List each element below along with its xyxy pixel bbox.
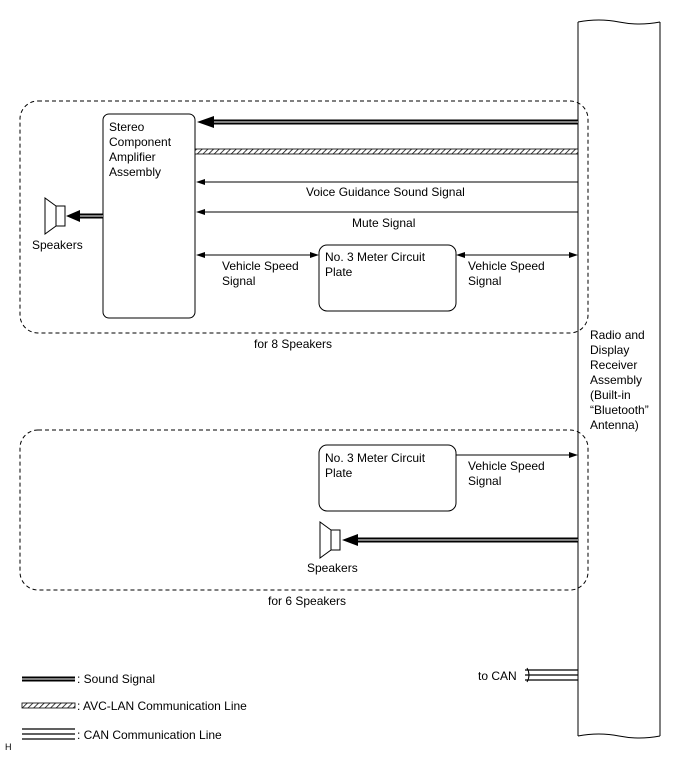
meter-plate-label-6: No. 3 Meter Circuit Plate (325, 451, 426, 480)
speakers-label-6: Speakers (307, 561, 358, 575)
legend-avc-symbol (21, 702, 76, 709)
speaker-icon (44, 197, 66, 235)
vehicle-speed-label-6: Vehicle Speed Signal (468, 459, 545, 488)
voice-guidance-label: Voice Guidance Sound Signal (306, 185, 465, 199)
sound-signal-line-speaker-6 (342, 534, 578, 546)
mute-signal-label: Mute Signal (352, 216, 416, 230)
sound-signal-line-top (197, 116, 578, 128)
region-6-speakers (19, 429, 589, 591)
legend-avc-label: : AVC-LAN Communication Line (77, 699, 247, 713)
avc-lan-line (194, 148, 579, 155)
can-label: to CAN (478, 669, 517, 683)
meter-plate-label-8: No. 3 Meter Circuit Plate (325, 250, 426, 279)
vehicle-speed-label-left: Vehicle Speed Signal (222, 259, 299, 288)
mute-arrow (196, 209, 578, 215)
radio-assembly-column (577, 19, 661, 739)
vehicle-speed-arrow-8 (196, 252, 578, 258)
legend-can-label: : CAN Communication Line (77, 728, 222, 742)
amplifier-label: Stereo Component Amplifier Assembly (109, 120, 172, 179)
vehicle-speed-arrow-6 (456, 452, 578, 458)
meter-plate-box-8 (318, 244, 457, 312)
speaker-icon (319, 521, 341, 559)
sound-signal-line-speaker-8 (66, 210, 103, 222)
corner-mark: H (5, 742, 12, 752)
vehicle-speed-label-right: Vehicle Speed Signal (468, 259, 545, 288)
section-6-caption: for 6 Speakers (268, 594, 347, 608)
section-8-caption: for 8 Speakers (254, 337, 333, 351)
radio-assembly-label: Radio and Display Receiver Assembly (Bui… (590, 328, 649, 432)
legend-sound-label: : Sound Signal (77, 672, 156, 686)
legend-can-symbol (22, 728, 75, 740)
speakers-label-8: Speakers (32, 238, 83, 252)
voice-guidance-arrow (196, 179, 578, 185)
can-line-stub (525, 667, 578, 683)
meter-plate-box-6 (318, 444, 457, 512)
region-8-speakers (19, 100, 589, 334)
